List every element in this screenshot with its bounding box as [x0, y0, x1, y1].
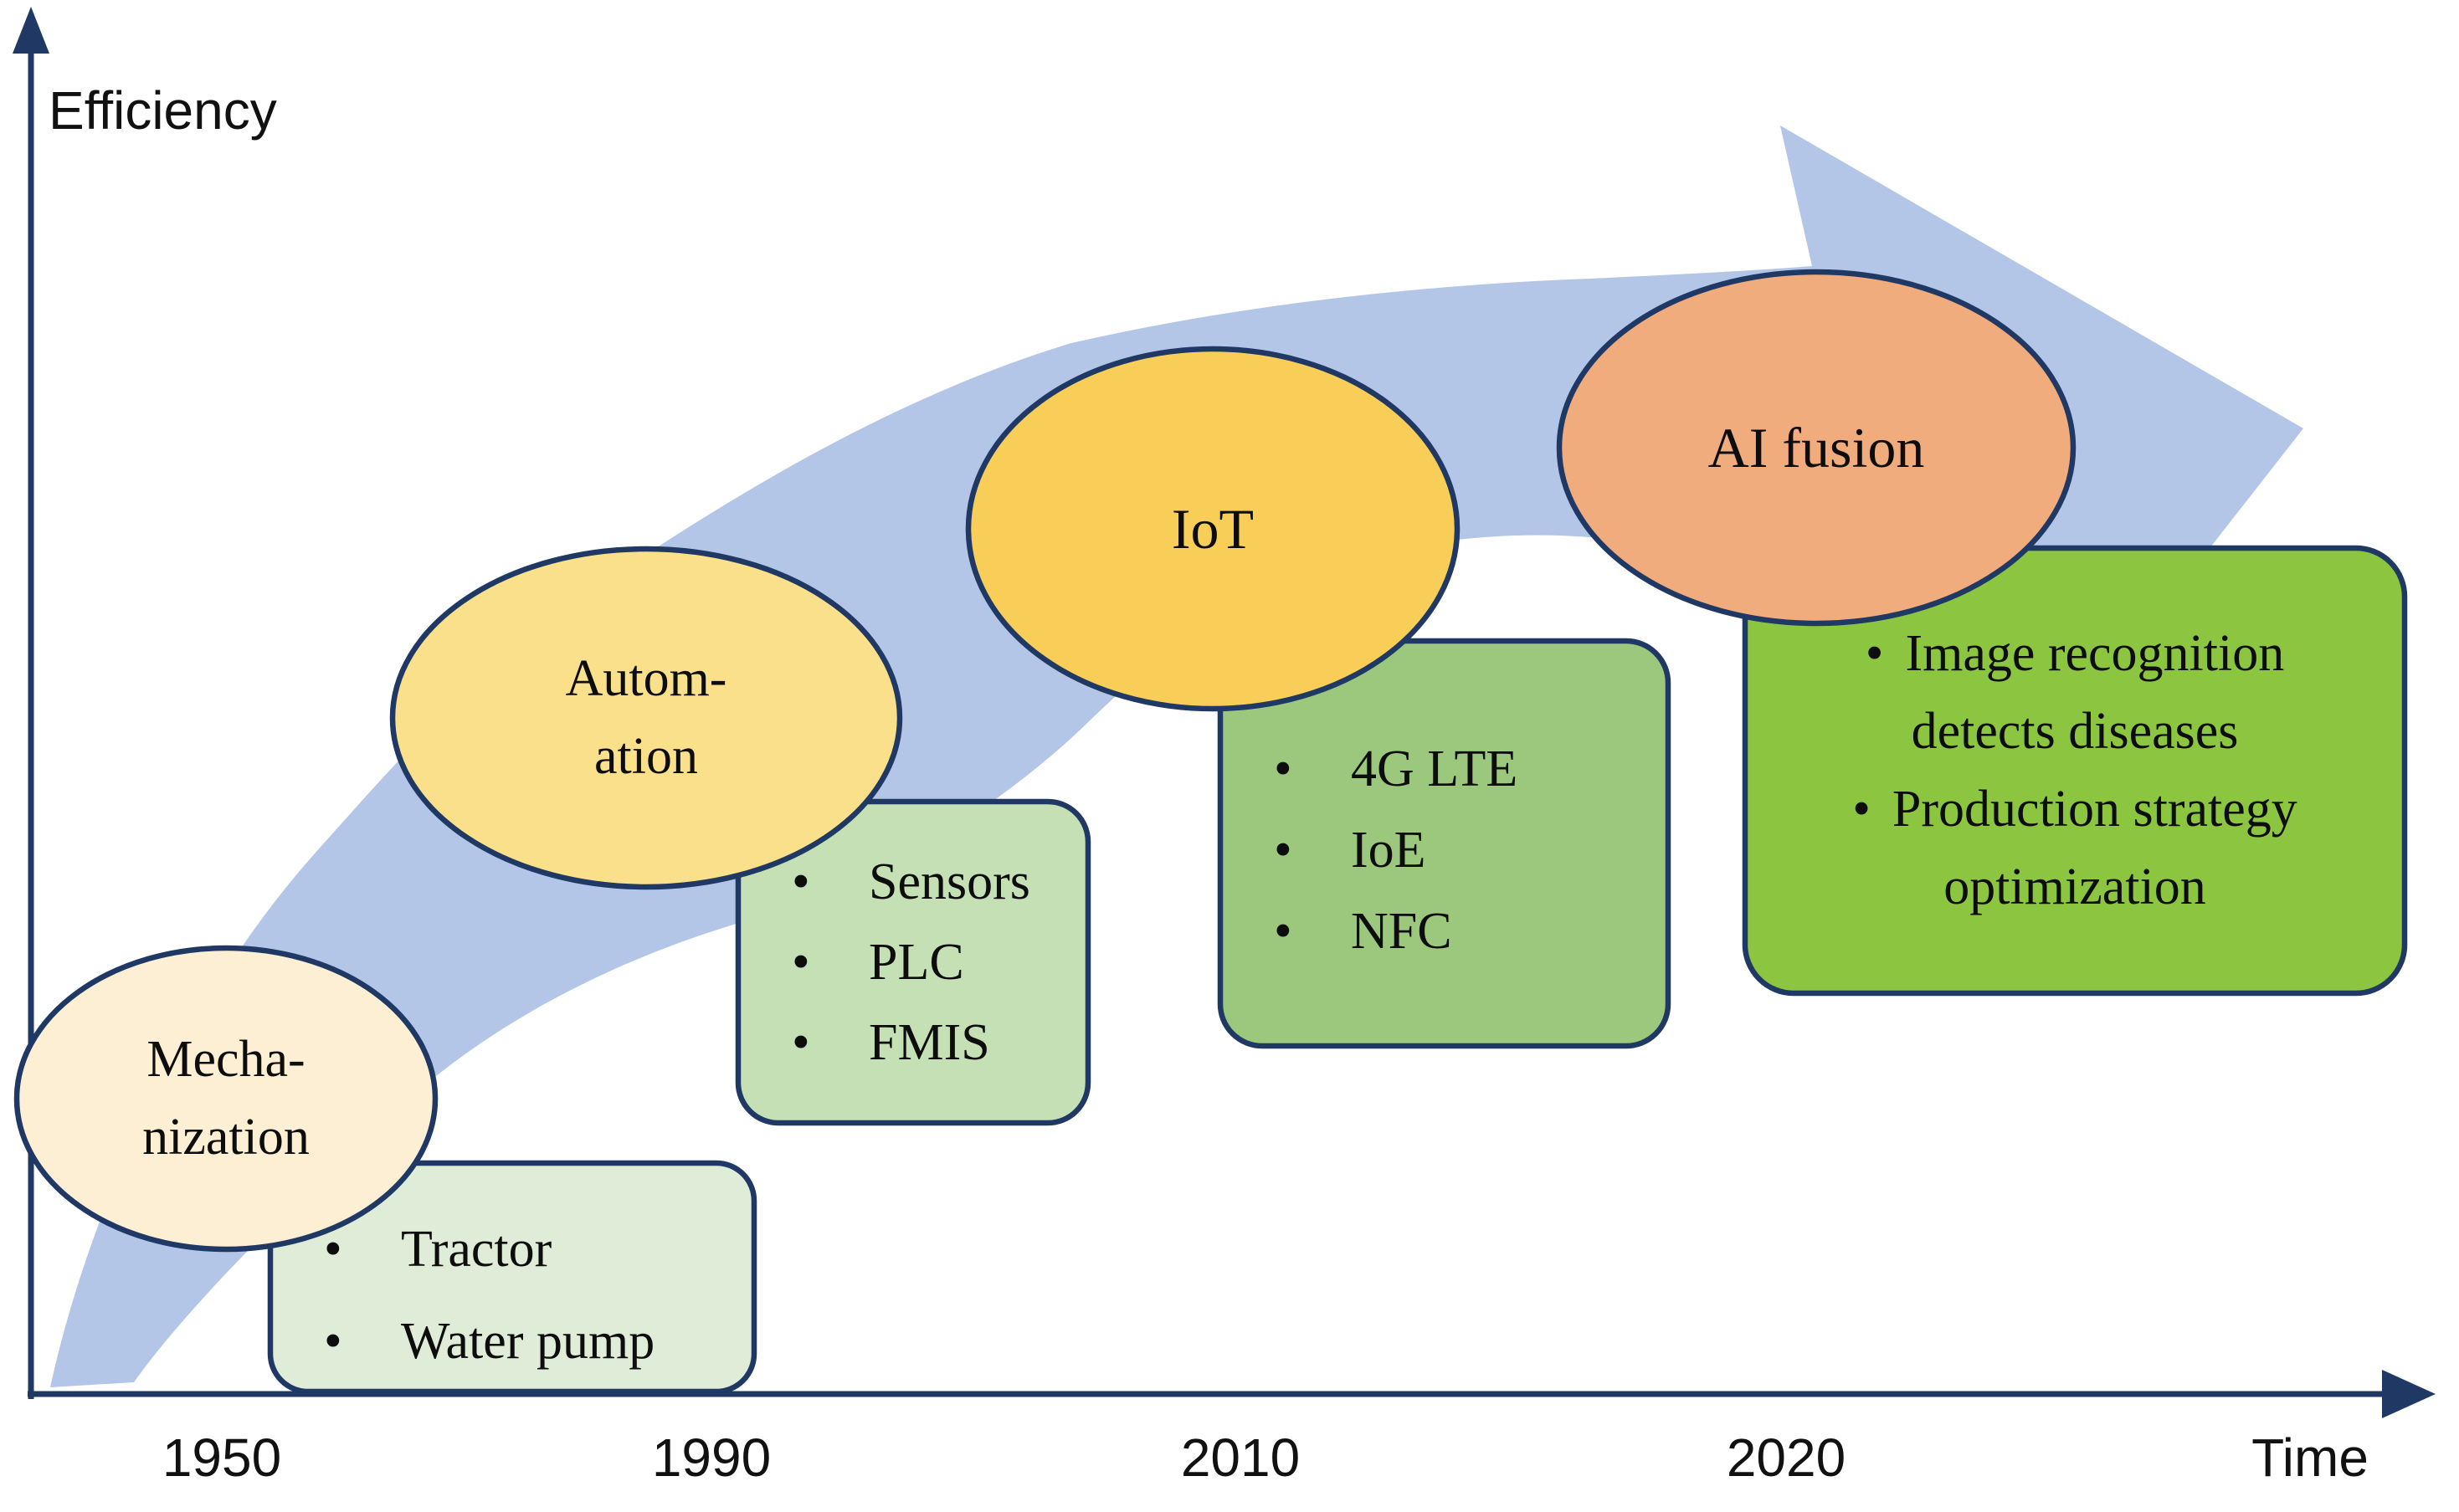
x-tick-2020: 2020	[1726, 1427, 1846, 1488]
list-item: • Tractor	[324, 1203, 754, 1295]
stage-ellipse-automation	[389, 546, 903, 890]
stage-ellipse-iot	[965, 346, 1461, 712]
bullet-icon: •	[1852, 781, 1871, 838]
list-item: • PLC	[792, 922, 1088, 1002]
list-item: • FMIS	[792, 1002, 1088, 1083]
list-item: • Image recognition	[1866, 615, 2285, 693]
stage-label-mechanization: Mecha- nization	[142, 1031, 310, 1166]
list-item-label: Sensors	[869, 853, 1030, 910]
stage-label-automation: Autom- ation	[565, 650, 727, 785]
detail-list-iot: • 4G LTE • IoE • NFC	[1220, 641, 1668, 1046]
list-item: • Production strategy	[1852, 771, 2297, 848]
list-item: • NFC	[1274, 891, 1668, 972]
bullet-icon: •	[1274, 822, 1292, 879]
x-axis-arrowhead-icon	[2382, 1370, 2436, 1418]
stage-ellipse-ai-fusion	[1556, 269, 2077, 627]
detail-box-automation	[735, 798, 1091, 1126]
list-item-label: Image recognition	[1905, 625, 2285, 682]
list-item-label: Tractor	[401, 1221, 552, 1278]
list-item: • Water pump	[324, 1295, 754, 1387]
list-item: • Sensors	[792, 842, 1088, 922]
list-item: • IoE	[1274, 810, 1668, 891]
detail-list-automation: • Sensors • PLC • FMIS	[738, 802, 1088, 1123]
bullet-icon: •	[324, 1221, 342, 1278]
detail-box-ai-fusion	[1742, 545, 2408, 997]
list-item-label: Production strategy	[1892, 781, 2297, 838]
list-item-label: FMIS	[869, 1014, 990, 1071]
bullet-icon: •	[792, 934, 810, 991]
bullet-icon: •	[324, 1313, 342, 1370]
list-item-label: NFC	[1351, 903, 1452, 960]
bullet-icon: •	[792, 1014, 810, 1071]
stage-ellipse-mechanization	[13, 945, 439, 1253]
x-axis-title: Time	[2251, 1427, 2369, 1488]
y-axis-title: Efficiency	[49, 80, 277, 141]
detail-box-iot	[1217, 638, 1671, 1049]
list-item-label: 4G LTE	[1351, 741, 1518, 797]
detail-box-mechanization	[267, 1160, 757, 1395]
list-item-label: IoE	[1351, 822, 1426, 879]
bullet-icon: •	[792, 853, 810, 910]
list-item-continuation: optimization	[1943, 859, 2206, 915]
y-axis-arrowhead-icon	[13, 7, 49, 54]
list-item-continuation: detects diseases	[1911, 703, 2239, 760]
x-tick-1990: 1990	[651, 1427, 772, 1488]
detail-list-ai-fusion: • Image recognition detects diseases • P…	[1745, 548, 2405, 993]
bullet-icon: •	[1274, 903, 1292, 960]
x-tick-2010: 2010	[1180, 1427, 1301, 1488]
list-item-label: Water pump	[401, 1313, 655, 1370]
stage-label-ai-fusion: AI fusion	[1707, 416, 1925, 479]
detail-list-mechanization: • Tractor • Water pump	[270, 1163, 754, 1392]
bullet-icon: •	[1274, 741, 1292, 797]
list-item: • 4G LTE	[1274, 729, 1668, 810]
bullet-icon: •	[1865, 625, 1884, 682]
list-item-label: PLC	[869, 934, 964, 991]
x-tick-1950: 1950	[162, 1427, 282, 1488]
stage-label-iot: IoT	[1171, 497, 1255, 561]
